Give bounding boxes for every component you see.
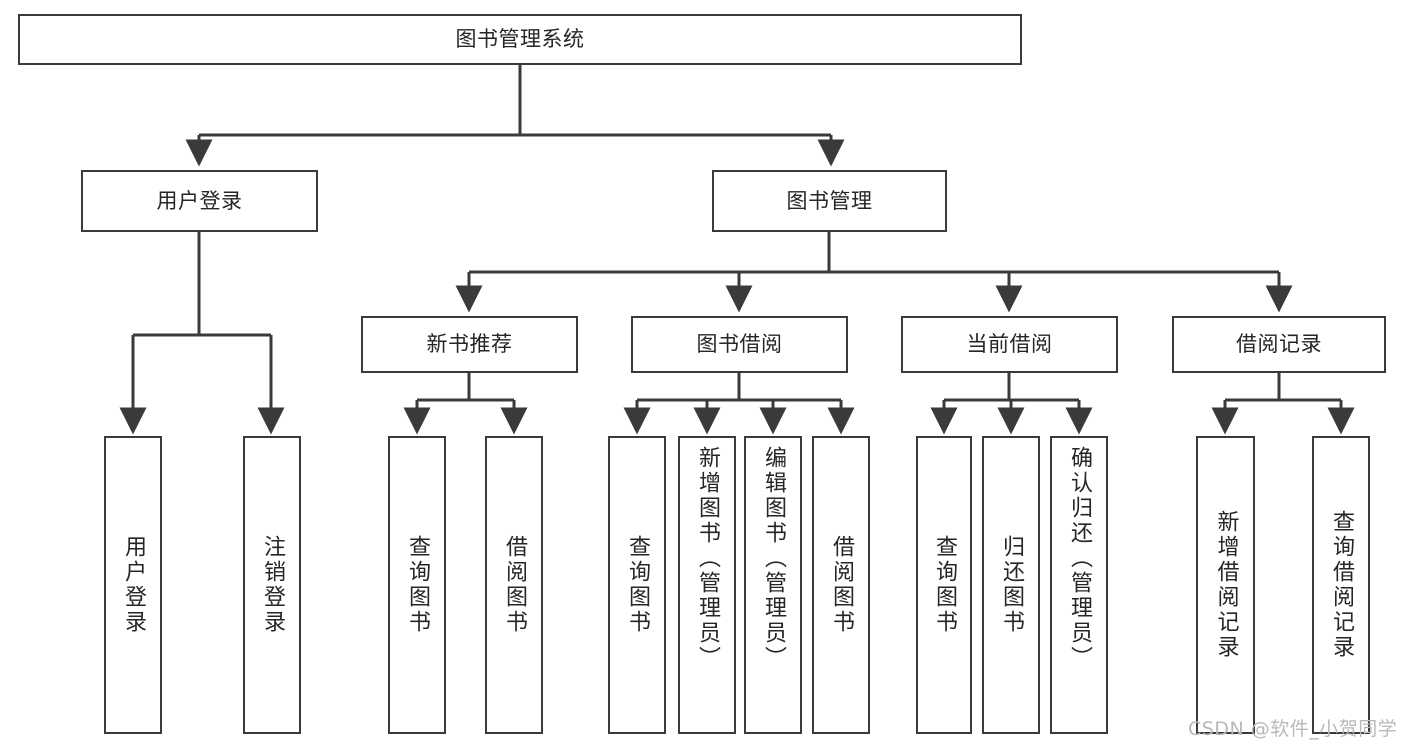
node-label: 新增图书（管理员） bbox=[695, 446, 720, 671]
node-user-login[interactable]: 用户登录 bbox=[81, 170, 318, 232]
node-label: 确认归还（管理员） bbox=[1067, 446, 1092, 671]
leaf-query-borrow-record[interactable]: 查询借阅记录 bbox=[1312, 436, 1370, 734]
node-label: 图书借阅 bbox=[696, 332, 783, 357]
node-label: 借阅记录 bbox=[1236, 332, 1322, 357]
node-root-system[interactable]: 图书管理系统 bbox=[18, 14, 1022, 65]
node-borrow-record[interactable]: 借阅记录 bbox=[1172, 316, 1386, 373]
leaf-user-login[interactable]: 用户登录 bbox=[104, 436, 162, 734]
node-book-management[interactable]: 图书管理 bbox=[712, 170, 947, 232]
node-label: 用户登录 bbox=[121, 535, 146, 635]
leaf-edit-book[interactable]: 编辑图书（管理员） bbox=[744, 436, 802, 734]
node-new-book-recommend[interactable]: 新书推荐 bbox=[361, 316, 578, 373]
node-label: 查询借阅记录 bbox=[1329, 510, 1354, 660]
leaf-add-book[interactable]: 新增图书（管理员） bbox=[678, 436, 736, 734]
node-label: 查询图书 bbox=[932, 535, 957, 635]
node-label: 新增借阅记录 bbox=[1213, 510, 1239, 660]
node-label: 查询图书 bbox=[405, 535, 430, 635]
node-label: 当前借阅 bbox=[966, 332, 1053, 357]
node-label: 借阅图书 bbox=[502, 535, 527, 635]
node-label: 用户登录 bbox=[156, 188, 243, 213]
node-label: 编辑图书（管理员） bbox=[761, 446, 786, 671]
node-label: 借阅图书 bbox=[829, 535, 854, 635]
leaf-return-book[interactable]: 归还图书 bbox=[982, 436, 1040, 734]
node-current-borrow[interactable]: 当前借阅 bbox=[901, 316, 1118, 373]
node-label: 图书管理 bbox=[786, 188, 873, 213]
node-label: 归还图书 bbox=[999, 535, 1024, 635]
leaf-confirm-return[interactable]: 确认归还（管理员） bbox=[1050, 436, 1108, 734]
leaf-borrow-book-recommend[interactable]: 借阅图书 bbox=[485, 436, 543, 734]
csdn-watermark: CSDN @软件_小贺同学 bbox=[1188, 718, 1398, 740]
leaf-query-book-current[interactable]: 查询图书 bbox=[916, 436, 972, 734]
node-label: 图书管理系统 bbox=[455, 27, 585, 52]
leaf-user-logout[interactable]: 注销登录 bbox=[243, 436, 301, 734]
node-book-borrow[interactable]: 图书借阅 bbox=[631, 316, 848, 373]
leaf-query-book-borrow[interactable]: 查询图书 bbox=[608, 436, 666, 734]
leaf-query-book-recommend[interactable]: 查询图书 bbox=[388, 436, 446, 734]
node-label: 查询图书 bbox=[625, 535, 650, 635]
leaf-add-borrow-record[interactable]: 新增借阅记录 bbox=[1196, 436, 1255, 734]
node-label: 新书推荐 bbox=[426, 332, 513, 357]
leaf-borrow-book[interactable]: 借阅图书 bbox=[812, 436, 870, 734]
node-label: 注销登录 bbox=[260, 535, 285, 635]
